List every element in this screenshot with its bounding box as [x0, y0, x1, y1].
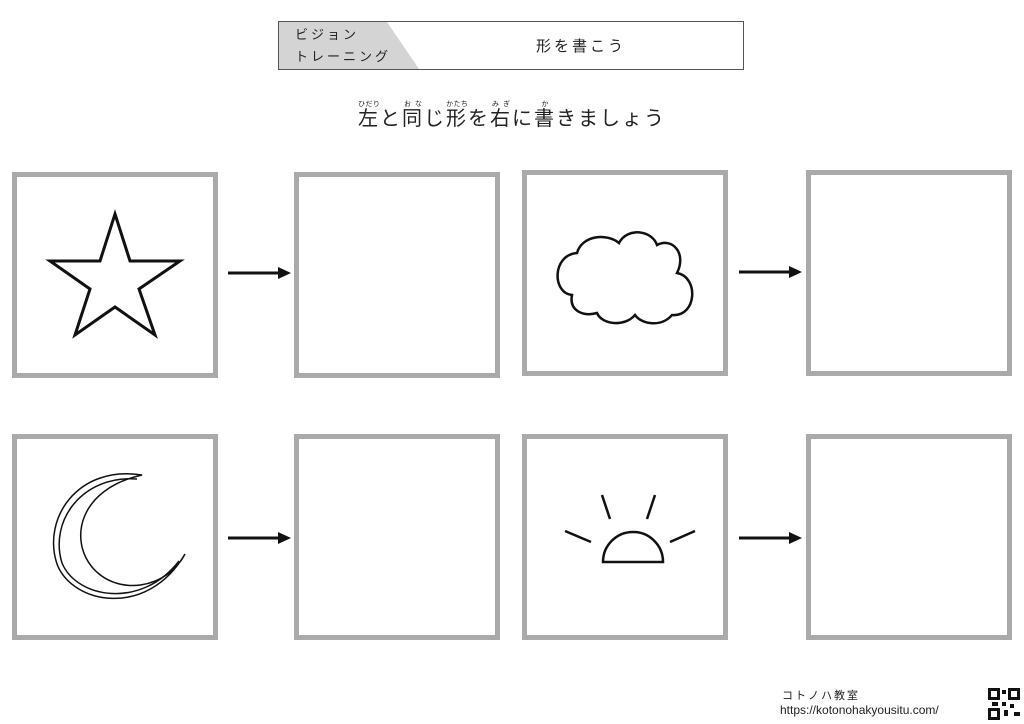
instruction-kanji: 形かたち [446, 100, 468, 131]
drawing-box-1[interactable] [294, 172, 500, 378]
cloud-icon [556, 231, 694, 325]
furigana: か [534, 100, 556, 108]
furigana: かたち [446, 100, 468, 108]
arrow-right-icon [228, 532, 291, 544]
instruction: 左ひだりと同おなじ形かたちを右みぎに書かきましょう [0, 100, 1024, 131]
furigana: ひだり [358, 100, 380, 108]
instruction-kanji: 左ひだり [358, 100, 380, 131]
arrow-right-icon [739, 532, 802, 544]
instruction-text: を [468, 106, 490, 130]
example-box-cloud [522, 170, 728, 376]
kanji: 形 [446, 106, 468, 130]
instruction-text: に [512, 106, 534, 130]
instruction-kanji: 右みぎ [490, 100, 512, 131]
furigana: みぎ [490, 100, 512, 108]
star-icon [45, 209, 185, 339]
sunrise-icon [564, 494, 696, 564]
qr-code-icon [988, 688, 1020, 720]
crescent-moon-icon [52, 473, 186, 600]
drawing-box-2[interactable] [806, 170, 1012, 376]
example-box-star [12, 172, 218, 378]
instruction-text: じ [424, 106, 446, 130]
arrow-right-icon [228, 267, 291, 279]
footer-url[interactable]: https://kotonohakyousitu.com/ [780, 703, 939, 717]
footer-name: コトノハ教室 [782, 689, 860, 702]
kanji: 同 [402, 106, 424, 130]
worksheet-title: 形を書こう [535, 37, 626, 55]
category-line1: ビジョン [295, 28, 360, 43]
instruction-text: きましょう [556, 106, 666, 130]
example-box-sunrise [522, 434, 728, 640]
category-line2: トレーニング [295, 50, 392, 65]
instruction-text: と [380, 106, 402, 130]
furigana: おな [402, 100, 424, 108]
example-box-moon [12, 434, 218, 640]
instruction-kanji: 書か [534, 100, 556, 131]
drawing-box-3[interactable] [294, 434, 500, 640]
instruction-kanji: 同おな [402, 100, 424, 131]
kanji: 右 [490, 106, 512, 130]
worksheet-header: ビジョン トレーニング 形を書こう [278, 21, 744, 70]
kanji: 左 [358, 106, 380, 130]
kanji: 書 [534, 106, 556, 130]
drawing-box-4[interactable] [806, 434, 1012, 640]
arrow-right-icon [739, 266, 802, 278]
